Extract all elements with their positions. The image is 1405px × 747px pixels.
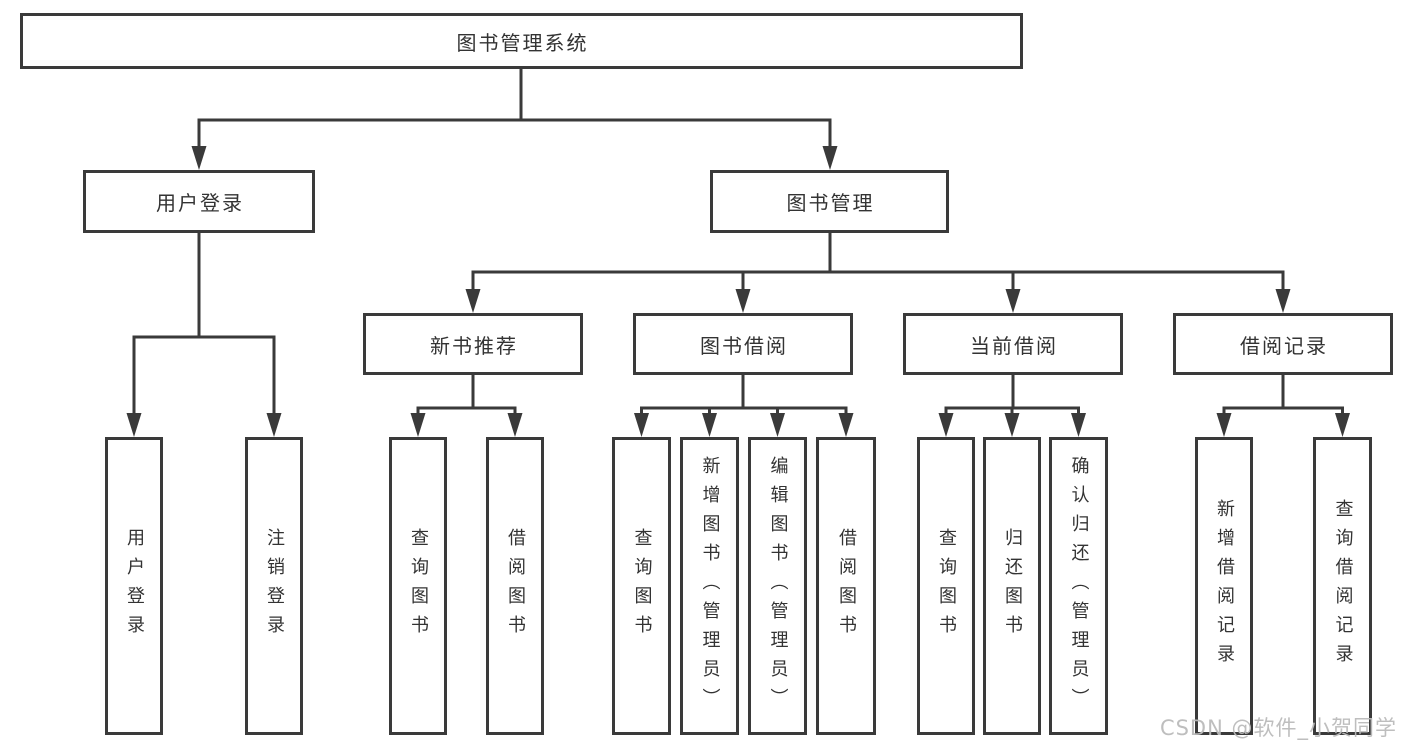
node-user-login: 用户登录 [83,170,315,233]
leaf-return-books: 归还图书 [983,437,1041,735]
leaf-query-books-2: 查询图书 [612,437,671,735]
node-new-book-recommend: 新书推荐 [363,313,583,375]
leaf-logout: 注销登录 [245,437,303,735]
connector-current-to-leaves [938,375,1086,437]
leaf-add-books-admin: 新增图书（管理员） [680,437,739,735]
leaf-query-books-3: 查询图书 [917,437,975,735]
leaf-edit-books-admin: 编辑图书（管理员） [748,437,807,735]
node-current-borrow: 当前借阅 [903,313,1123,375]
leaf-user-login: 用户登录 [105,437,163,735]
connector-userlogin-to-leaves [126,233,282,437]
leaf-borrow-books-1: 借阅图书 [486,437,544,735]
leaf-query-books-1: 查询图书 [389,437,447,735]
connector-newbooks-to-leaves [410,375,523,437]
node-borrow-records: 借阅记录 [1173,313,1393,375]
connector-root-to-level2 [191,69,838,170]
leaf-confirm-return-admin: 确认归还（管理员） [1049,437,1108,735]
leaf-borrow-books-2: 借阅图书 [816,437,876,735]
node-book-borrow: 图书借阅 [633,313,853,375]
watermark: CSDN @软件_小贺同学 [1159,716,1397,740]
connector-bookmgmt-to-level3 [465,233,1291,313]
node-book-management: 图书管理 [710,170,949,233]
leaf-add-borrow-record: 新增借阅记录 [1195,437,1253,735]
connector-records-to-leaves [1216,375,1350,437]
node-library-system: 图书管理系统 [20,13,1023,69]
leaf-query-borrow-record: 查询借阅记录 [1313,437,1372,735]
connector-borrow-to-leaves [634,375,854,437]
